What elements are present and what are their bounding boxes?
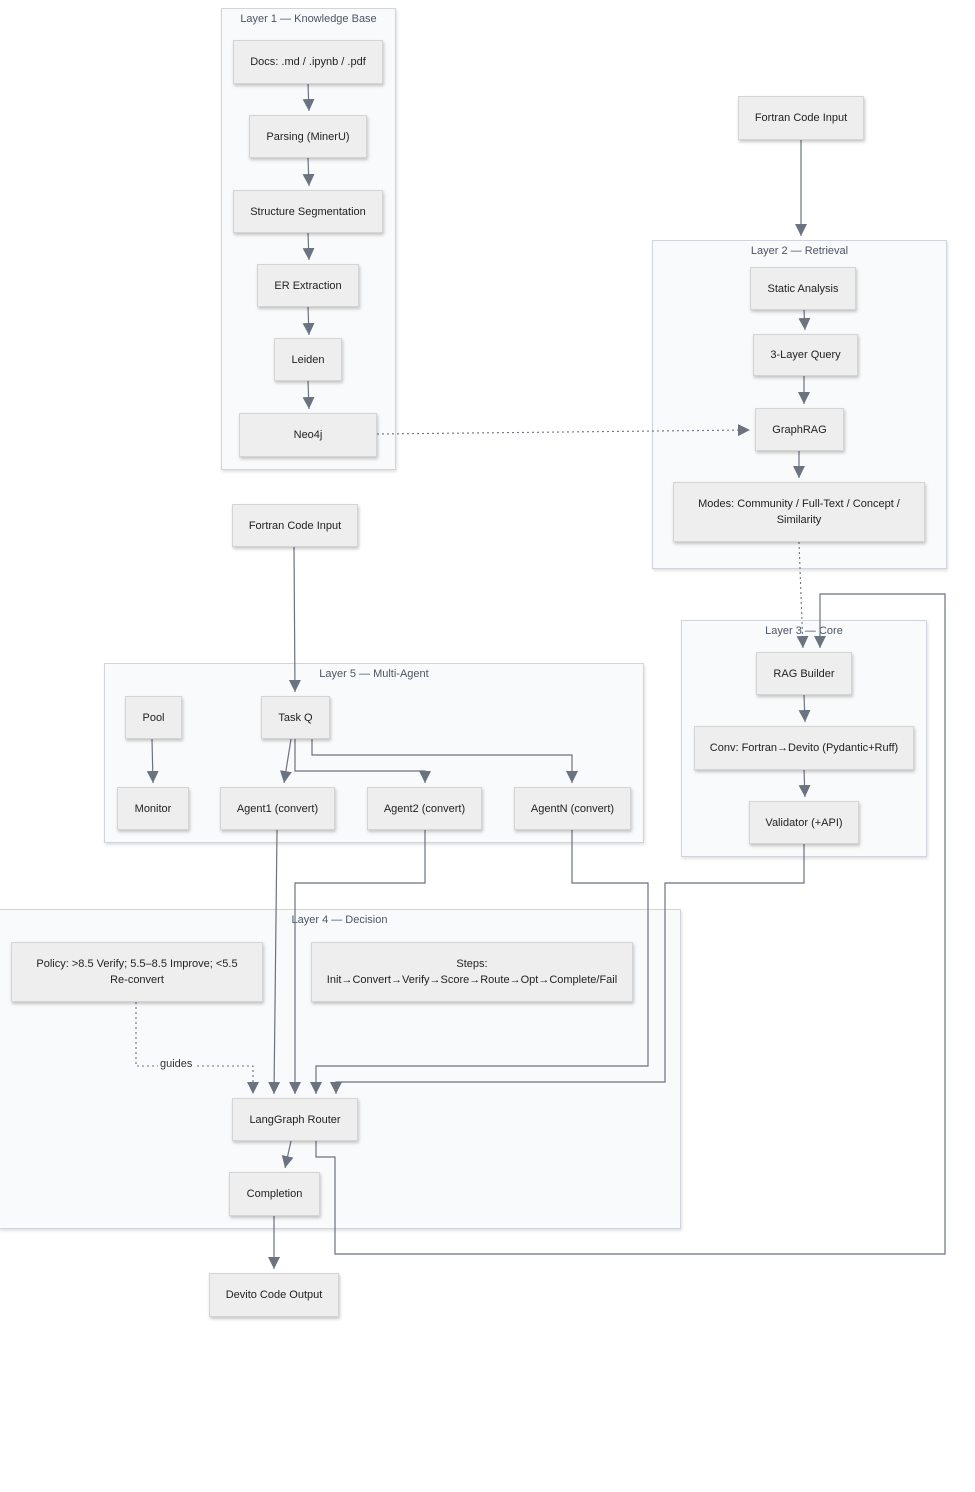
- agent1-node[interactable]: Agent1 (convert): [220, 787, 335, 830]
- edge-router-feedback: [315, 593, 946, 1255]
- layer2-title: Layer 2 — Retrieval: [750, 245, 849, 257]
- edge-pool-monitor: [146, 738, 159, 784]
- static-analysis-node[interactable]: Static Analysis: [750, 267, 856, 310]
- modes-node[interactable]: Modes: Community / Full-Text / Concept /…: [673, 482, 925, 542]
- edge-docs-parsing: [302, 83, 315, 112]
- steps-node[interactable]: Steps: Init→Convert→Verify→Score→Route→O…: [311, 942, 633, 1002]
- edge-router-completion: [281, 1140, 294, 1169]
- segmentation-node[interactable]: Structure Segmentation: [233, 190, 383, 233]
- converter-node[interactable]: Conv: Fortran→Devito (Pydantic+Ruff): [694, 726, 914, 770]
- task-q-node[interactable]: Task Q: [261, 696, 330, 739]
- layer3-title: Layer 3 — Core: [765, 625, 843, 637]
- agent2-node[interactable]: Agent2 (convert): [367, 787, 482, 830]
- guides-edge-label: guides: [158, 1058, 195, 1070]
- graphrag-node[interactable]: GraphRAG: [755, 408, 844, 451]
- edge-neo4j-graphrag: [376, 424, 751, 437]
- edge-agent1-router: [268, 829, 281, 1095]
- edge-static-query: [798, 309, 811, 331]
- edge-taskq-agent1: [279, 738, 292, 784]
- edge-er-leiden: [302, 306, 315, 336]
- neo4j-node[interactable]: Neo4j: [239, 413, 377, 457]
- pool-node[interactable]: Pool: [125, 696, 182, 739]
- policy-node[interactable]: Policy: >8.5 Verify; 5.5–8.5 Improve; <5…: [11, 942, 263, 1002]
- edge-agentn-router: [310, 830, 649, 1094]
- edge-fortran-taskq: [288, 546, 301, 693]
- layer1-title: Layer 1 — Knowledge Base: [240, 13, 377, 25]
- parsing-node[interactable]: Parsing (MinerU): [249, 115, 367, 158]
- edge-segmentation-er: [302, 232, 315, 261]
- agentn-node[interactable]: AgentN (convert): [514, 787, 631, 830]
- completion-node[interactable]: Completion: [229, 1172, 320, 1216]
- router-node[interactable]: LangGraph Router: [232, 1098, 358, 1141]
- rag-builder-node[interactable]: RAG Builder: [756, 652, 852, 695]
- edge-agent2-router: [289, 830, 426, 1094]
- edge-parsing-segmentation: [302, 157, 315, 187]
- layer4-title: Layer 4 — Decision: [291, 914, 388, 926]
- edge-modes-rag: [796, 541, 809, 649]
- layer5-title: Layer 5 — Multi-Agent: [319, 668, 429, 680]
- docs-node[interactable]: Docs: .md / .ipynb / .pdf: [233, 40, 383, 84]
- monitor-node[interactable]: Monitor: [117, 787, 189, 830]
- three-layer-query-node[interactable]: 3-Layer Query: [753, 334, 858, 376]
- edge-taskq-agentn: [311, 739, 578, 783]
- validator-node[interactable]: Validator (+API): [749, 801, 859, 844]
- edge-policy-router: [135, 1002, 259, 1094]
- edge-taskq-agent2: [294, 739, 431, 783]
- edge-validator-router: [330, 844, 805, 1094]
- er-extraction-node[interactable]: ER Extraction: [257, 264, 359, 307]
- devito-output-node[interactable]: Devito Code Output: [209, 1273, 339, 1317]
- fortran-input-mid-node[interactable]: Fortran Code Input: [232, 504, 358, 547]
- leiden-node[interactable]: Leiden: [274, 338, 342, 381]
- edge-rag-converter: [798, 694, 811, 723]
- edge-converter-validator: [798, 769, 811, 798]
- fortran-input-top-node[interactable]: Fortran Code Input: [738, 96, 864, 140]
- edge-leiden-neo4j: [302, 380, 315, 410]
